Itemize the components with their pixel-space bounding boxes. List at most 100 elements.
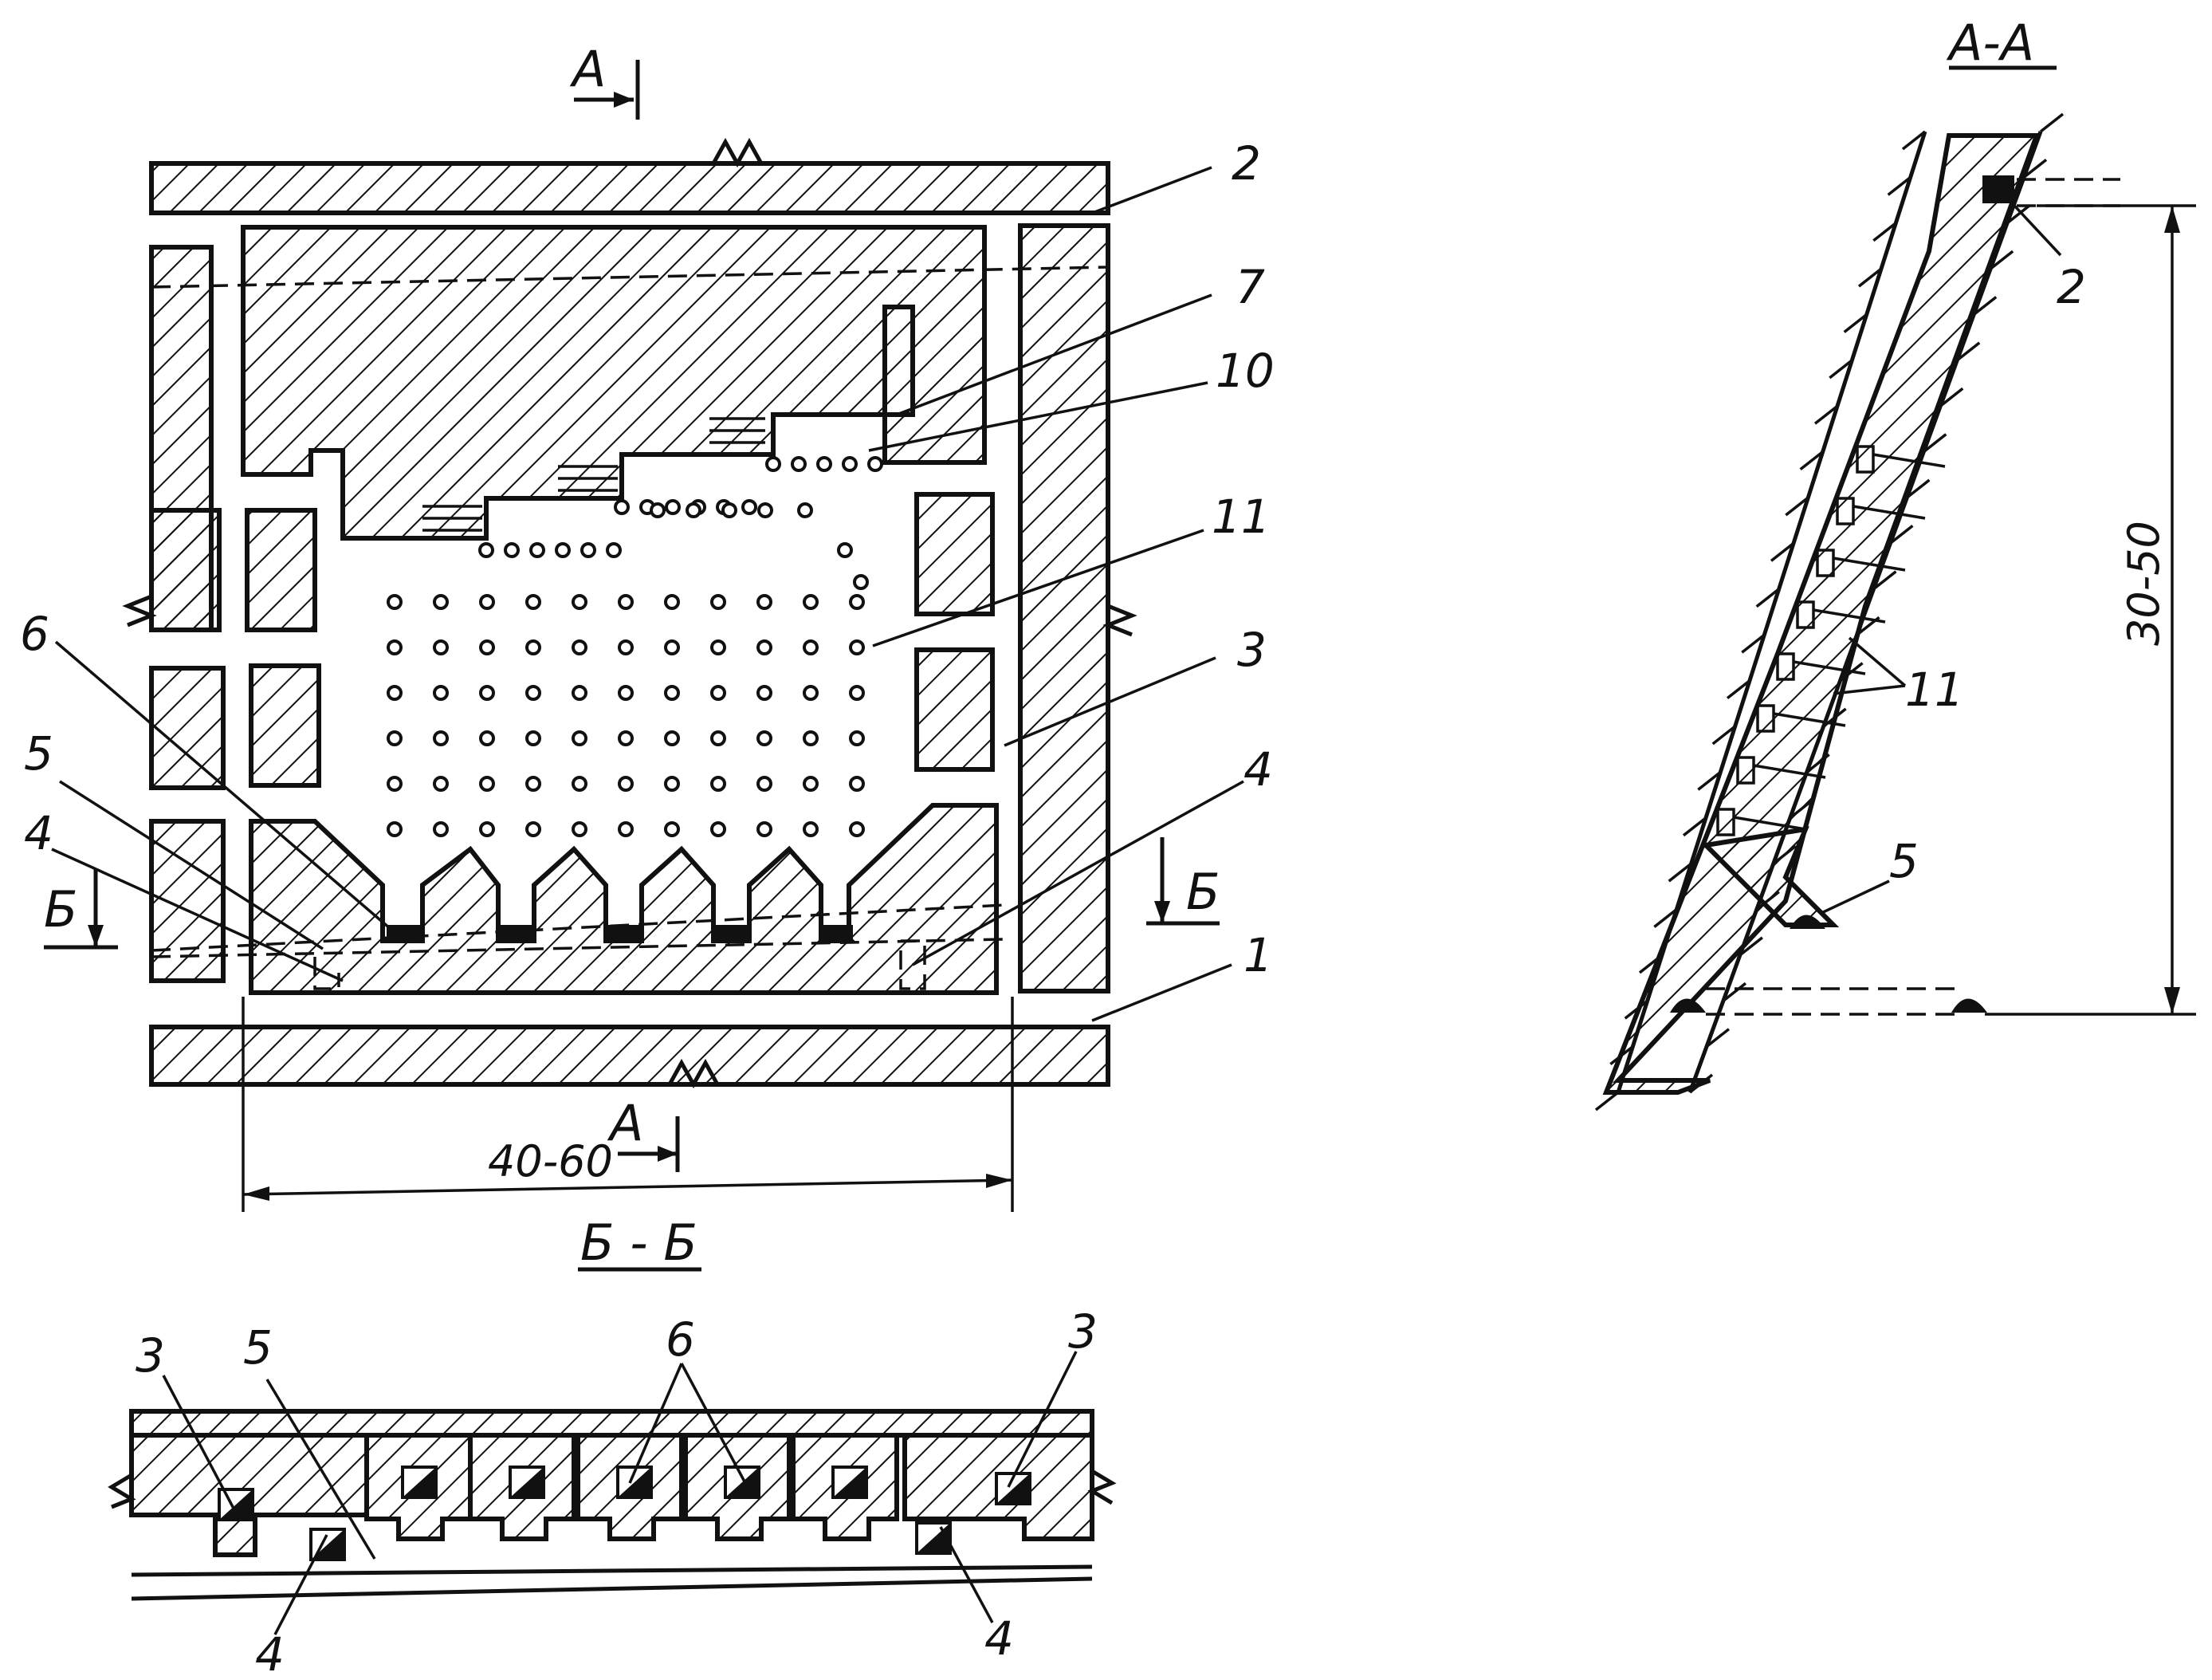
- blast-hole: [387, 821, 403, 837]
- callout-4-left: 4: [24, 806, 53, 860]
- height-dimension-label: 30-50: [2119, 521, 2169, 646]
- blast-hole: [618, 639, 634, 655]
- blast-hole: [387, 730, 403, 746]
- bb-draw-point-fill: [618, 1467, 651, 1497]
- blast-hole: [710, 685, 726, 701]
- blast-hole: [803, 685, 819, 701]
- section-mark-b-right: Б: [1146, 837, 1220, 926]
- callout-4-right: 4: [1244, 742, 1273, 797]
- rock-hatch-mark: [1705, 1028, 1731, 1048]
- blast-hole: [614, 499, 630, 515]
- callout-10: 10: [1216, 344, 1275, 398]
- rock-hatch-mark: [1668, 862, 1692, 883]
- callout-1: 1: [1244, 928, 1273, 982]
- blast-hole: [849, 639, 865, 655]
- rock-hatch-mark: [1887, 176, 1911, 196]
- rock-hatch-mark: [1829, 359, 1853, 380]
- bb-draw-point-fill: [510, 1467, 544, 1497]
- rock-hatch-mark: [1923, 433, 1947, 454]
- blast-hole: [665, 499, 681, 515]
- blast-hole: [803, 594, 819, 610]
- blast-hole: [756, 776, 772, 792]
- aa-chamber: [1836, 497, 1855, 525]
- blast-hole: [664, 776, 680, 792]
- aa-drift-right: [1951, 998, 1987, 1013]
- blast-hole: [478, 542, 494, 558]
- blast-hole: [479, 594, 495, 610]
- aa-callout-11: 11: [1905, 663, 1964, 717]
- blast-hole: [721, 502, 737, 518]
- blast-hole: [756, 639, 772, 655]
- dash-top: [151, 266, 1109, 289]
- blast-hole: [572, 821, 587, 837]
- blast-hole: [525, 730, 541, 746]
- blast-hole: [710, 639, 726, 655]
- blast-hole: [710, 776, 726, 792]
- section-mark-b-right-label: Б: [1186, 863, 1220, 921]
- bb-callout-3-left: 3: [136, 1328, 165, 1383]
- blast-hole: [816, 456, 832, 472]
- rock-hatch-mark: [2006, 204, 2031, 225]
- left-pillar-2: [149, 508, 222, 632]
- rock-hatch-mark: [1956, 341, 1981, 362]
- blast-hole: [433, 685, 449, 701]
- blast-hole: [572, 685, 587, 701]
- rock-hatch-mark: [1805, 753, 1830, 773]
- blast-hole: [756, 594, 772, 610]
- rock-hatch-mark: [1799, 450, 1824, 471]
- blast-hole: [525, 639, 541, 655]
- blast-hole: [504, 542, 520, 558]
- width-dimension-label: 40-60: [488, 1136, 613, 1186]
- blast-hole: [525, 821, 541, 837]
- blast-hole: [867, 456, 883, 472]
- blast-hole: [849, 685, 865, 701]
- blast-hole: [837, 542, 853, 558]
- blast-hole: [803, 639, 819, 655]
- blast-hole: [572, 730, 587, 746]
- rock-hatch-mark: [1901, 130, 1927, 151]
- blast-hole: [797, 502, 813, 518]
- blast-hole: [572, 594, 587, 610]
- callout-11: 11: [1212, 490, 1271, 544]
- callout-2: 2: [1232, 136, 1261, 191]
- rock-hatch-mark: [1857, 267, 1883, 288]
- aa-chamber: [1736, 756, 1755, 785]
- aa-chamber-line: [1793, 660, 1866, 675]
- blast-hole: [650, 502, 666, 518]
- blast-hole: [618, 730, 634, 746]
- aa-chamber-line: [1872, 453, 1946, 468]
- blast-hole: [686, 502, 701, 518]
- blast-hole: [710, 821, 726, 837]
- blast-hole: [525, 776, 541, 792]
- dash-box-left: [313, 957, 340, 990]
- aa-drift-5: [1790, 915, 1825, 929]
- plan-view: А А Б Б 40-60: [20, 40, 1275, 1212]
- rock-hatch-mark: [1789, 799, 1813, 820]
- step-dashes: [422, 417, 765, 532]
- rock-hatch-mark: [1990, 250, 2014, 270]
- blast-hole: [849, 594, 865, 610]
- section-mark-b-left-label: Б: [44, 880, 78, 938]
- break-mark-left: [122, 594, 157, 628]
- bb-draw-point-fill: [219, 1489, 253, 1520]
- rock-hatch-mark: [2022, 159, 2048, 179]
- bb-top-rock: [129, 1409, 1094, 1438]
- inner-pillar-2: [249, 663, 321, 788]
- blast-hole: [853, 574, 869, 590]
- rock-hatch-mark: [1722, 982, 1746, 1002]
- blast-hole: [618, 685, 634, 701]
- blast-hole: [710, 594, 726, 610]
- blast-hole: [525, 685, 541, 701]
- blast-hole: [849, 821, 865, 837]
- bb-callout-5: 5: [243, 1320, 273, 1375]
- rock-hatch-mark: [1594, 1091, 1620, 1111]
- rock-hatch-mark: [1973, 296, 1998, 316]
- section-mark-b-left: Б: [44, 869, 118, 950]
- blast-hole: [618, 776, 634, 792]
- blast-hole: [572, 639, 587, 655]
- blast-hole: [803, 776, 819, 792]
- bb-callout-3-right: 3: [1068, 1304, 1098, 1359]
- aa-chamber: [1776, 652, 1795, 681]
- blast-hole: [741, 499, 757, 515]
